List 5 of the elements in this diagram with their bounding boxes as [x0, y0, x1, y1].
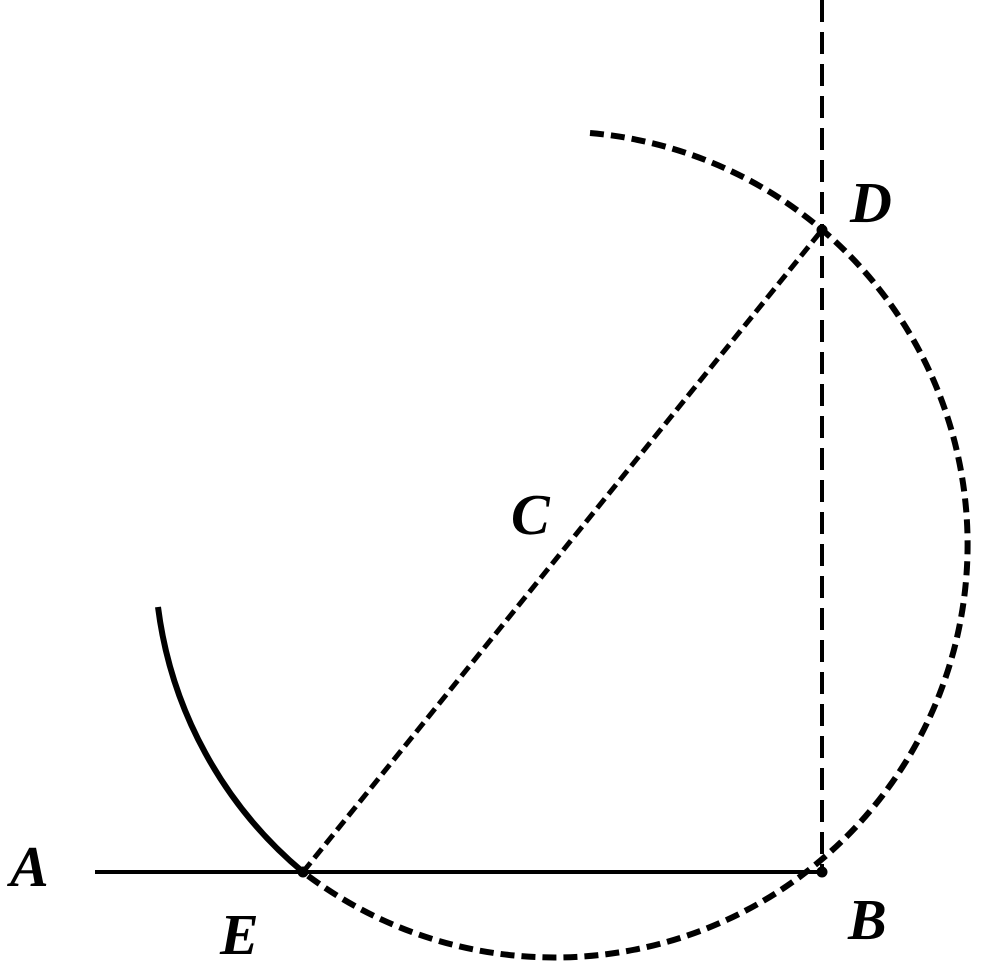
point-label: D [848, 169, 893, 237]
point-label: C [510, 481, 552, 549]
point-label: E [218, 901, 260, 969]
point-label: A [2, 832, 57, 902]
point-label: B [846, 886, 888, 954]
